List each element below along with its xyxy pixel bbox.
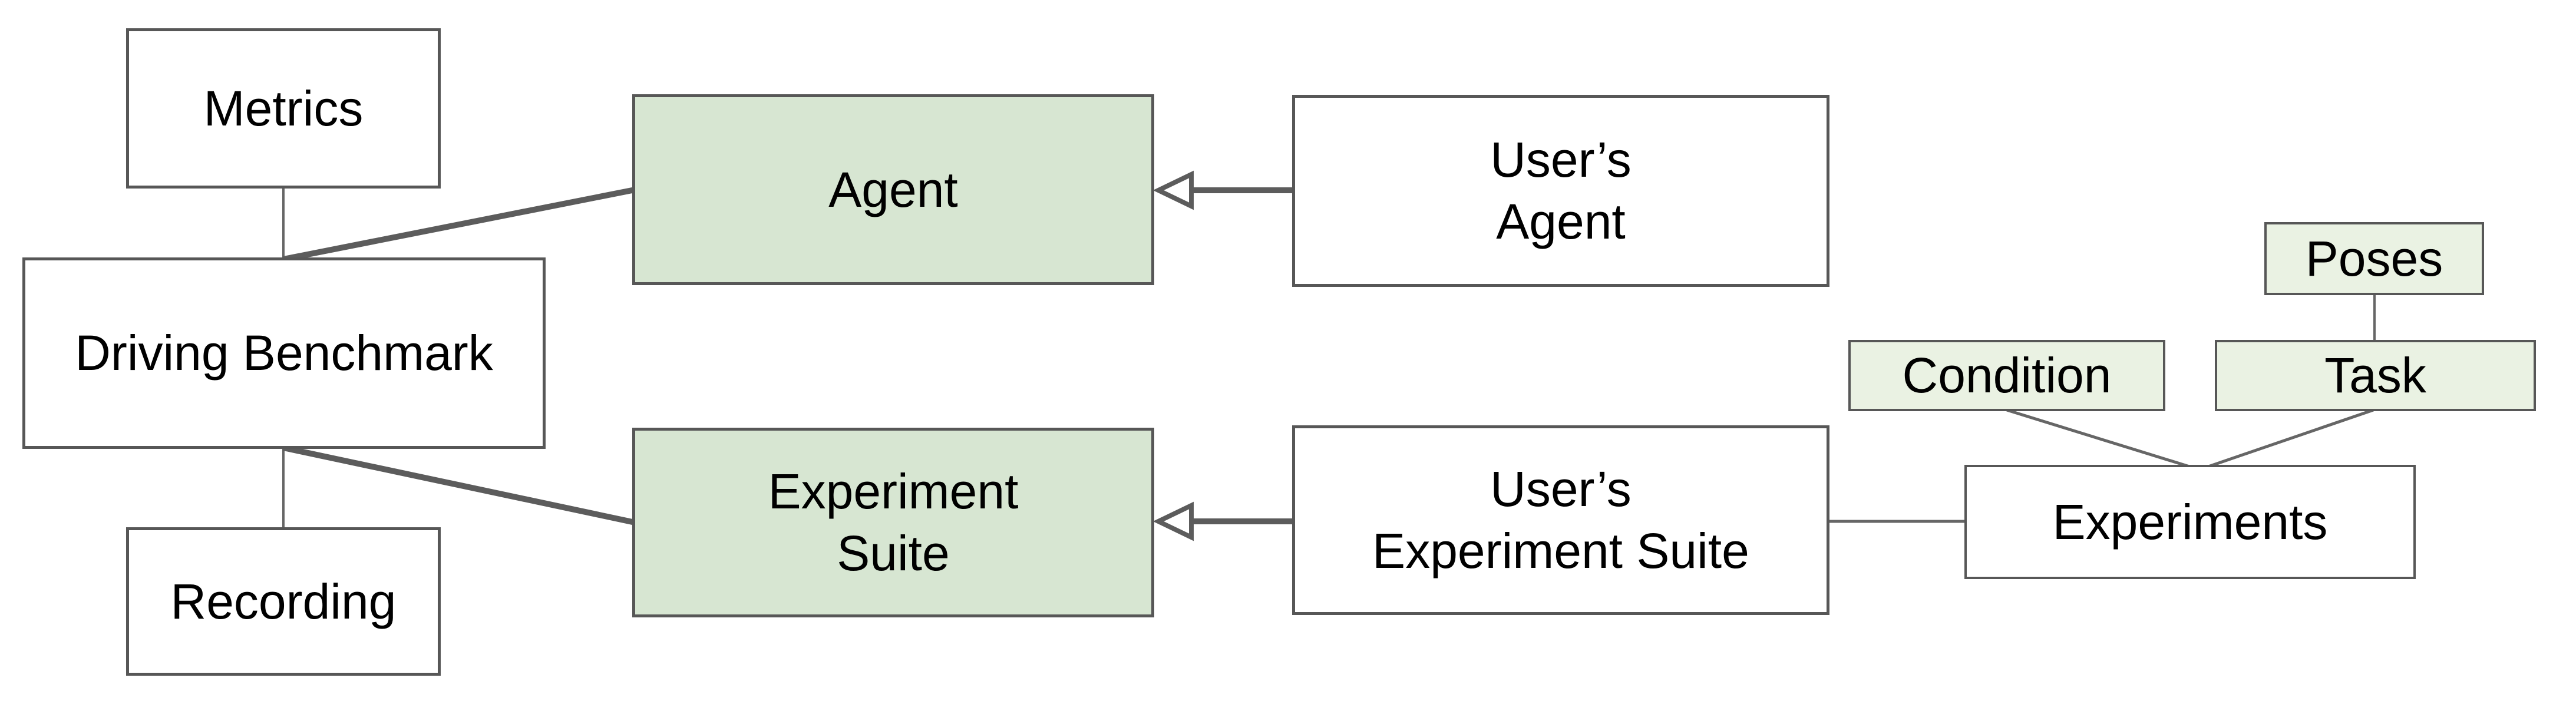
node-poses: Poses bbox=[2264, 222, 2484, 295]
node-agent: Agent bbox=[632, 94, 1154, 285]
connector-condition-experiments bbox=[2006, 408, 2190, 468]
connector-driving-benchmark-agent bbox=[283, 187, 636, 262]
node-recording-label: Recording bbox=[170, 573, 397, 629]
node-condition-label: Condition bbox=[1902, 348, 2112, 403]
node-poses-label: Poses bbox=[2305, 230, 2443, 286]
open-arrowhead-icon-agent bbox=[1152, 170, 1194, 210]
open-arrowhead-icon-experiment-suite bbox=[1152, 501, 1194, 541]
node-condition: Condition bbox=[1848, 340, 2165, 411]
node-users-experiment-suite: User’s Experiment Suite bbox=[1292, 425, 1829, 615]
node-users-agent: User’s Agent bbox=[1292, 95, 1829, 287]
node-experiment-suite: Experiment Suite bbox=[632, 428, 1154, 617]
node-driving-benchmark-label: Driving Benchmark bbox=[75, 325, 493, 381]
node-driving-benchmark: Driving Benchmark bbox=[22, 257, 546, 449]
node-experiment-suite-label: Experiment Suite bbox=[768, 464, 1019, 581]
node-recording: Recording bbox=[126, 527, 441, 676]
node-users-agent-label: User’s Agent bbox=[1490, 132, 1632, 249]
node-metrics: Metrics bbox=[126, 28, 441, 189]
node-agent-label: Agent bbox=[828, 161, 958, 217]
node-experiments: Experiments bbox=[1964, 465, 2416, 579]
connector-task-experiments bbox=[2208, 408, 2374, 468]
node-metrics-label: Metrics bbox=[203, 80, 364, 136]
node-task-label: Task bbox=[2324, 348, 2426, 403]
node-task: Task bbox=[2215, 340, 2536, 411]
node-users-experiment-suite-label: User’s Experiment Suite bbox=[1372, 461, 1749, 579]
node-experiments-label: Experiments bbox=[2052, 494, 2328, 550]
connector-driving-benchmark-experiment-suite bbox=[282, 445, 636, 525]
